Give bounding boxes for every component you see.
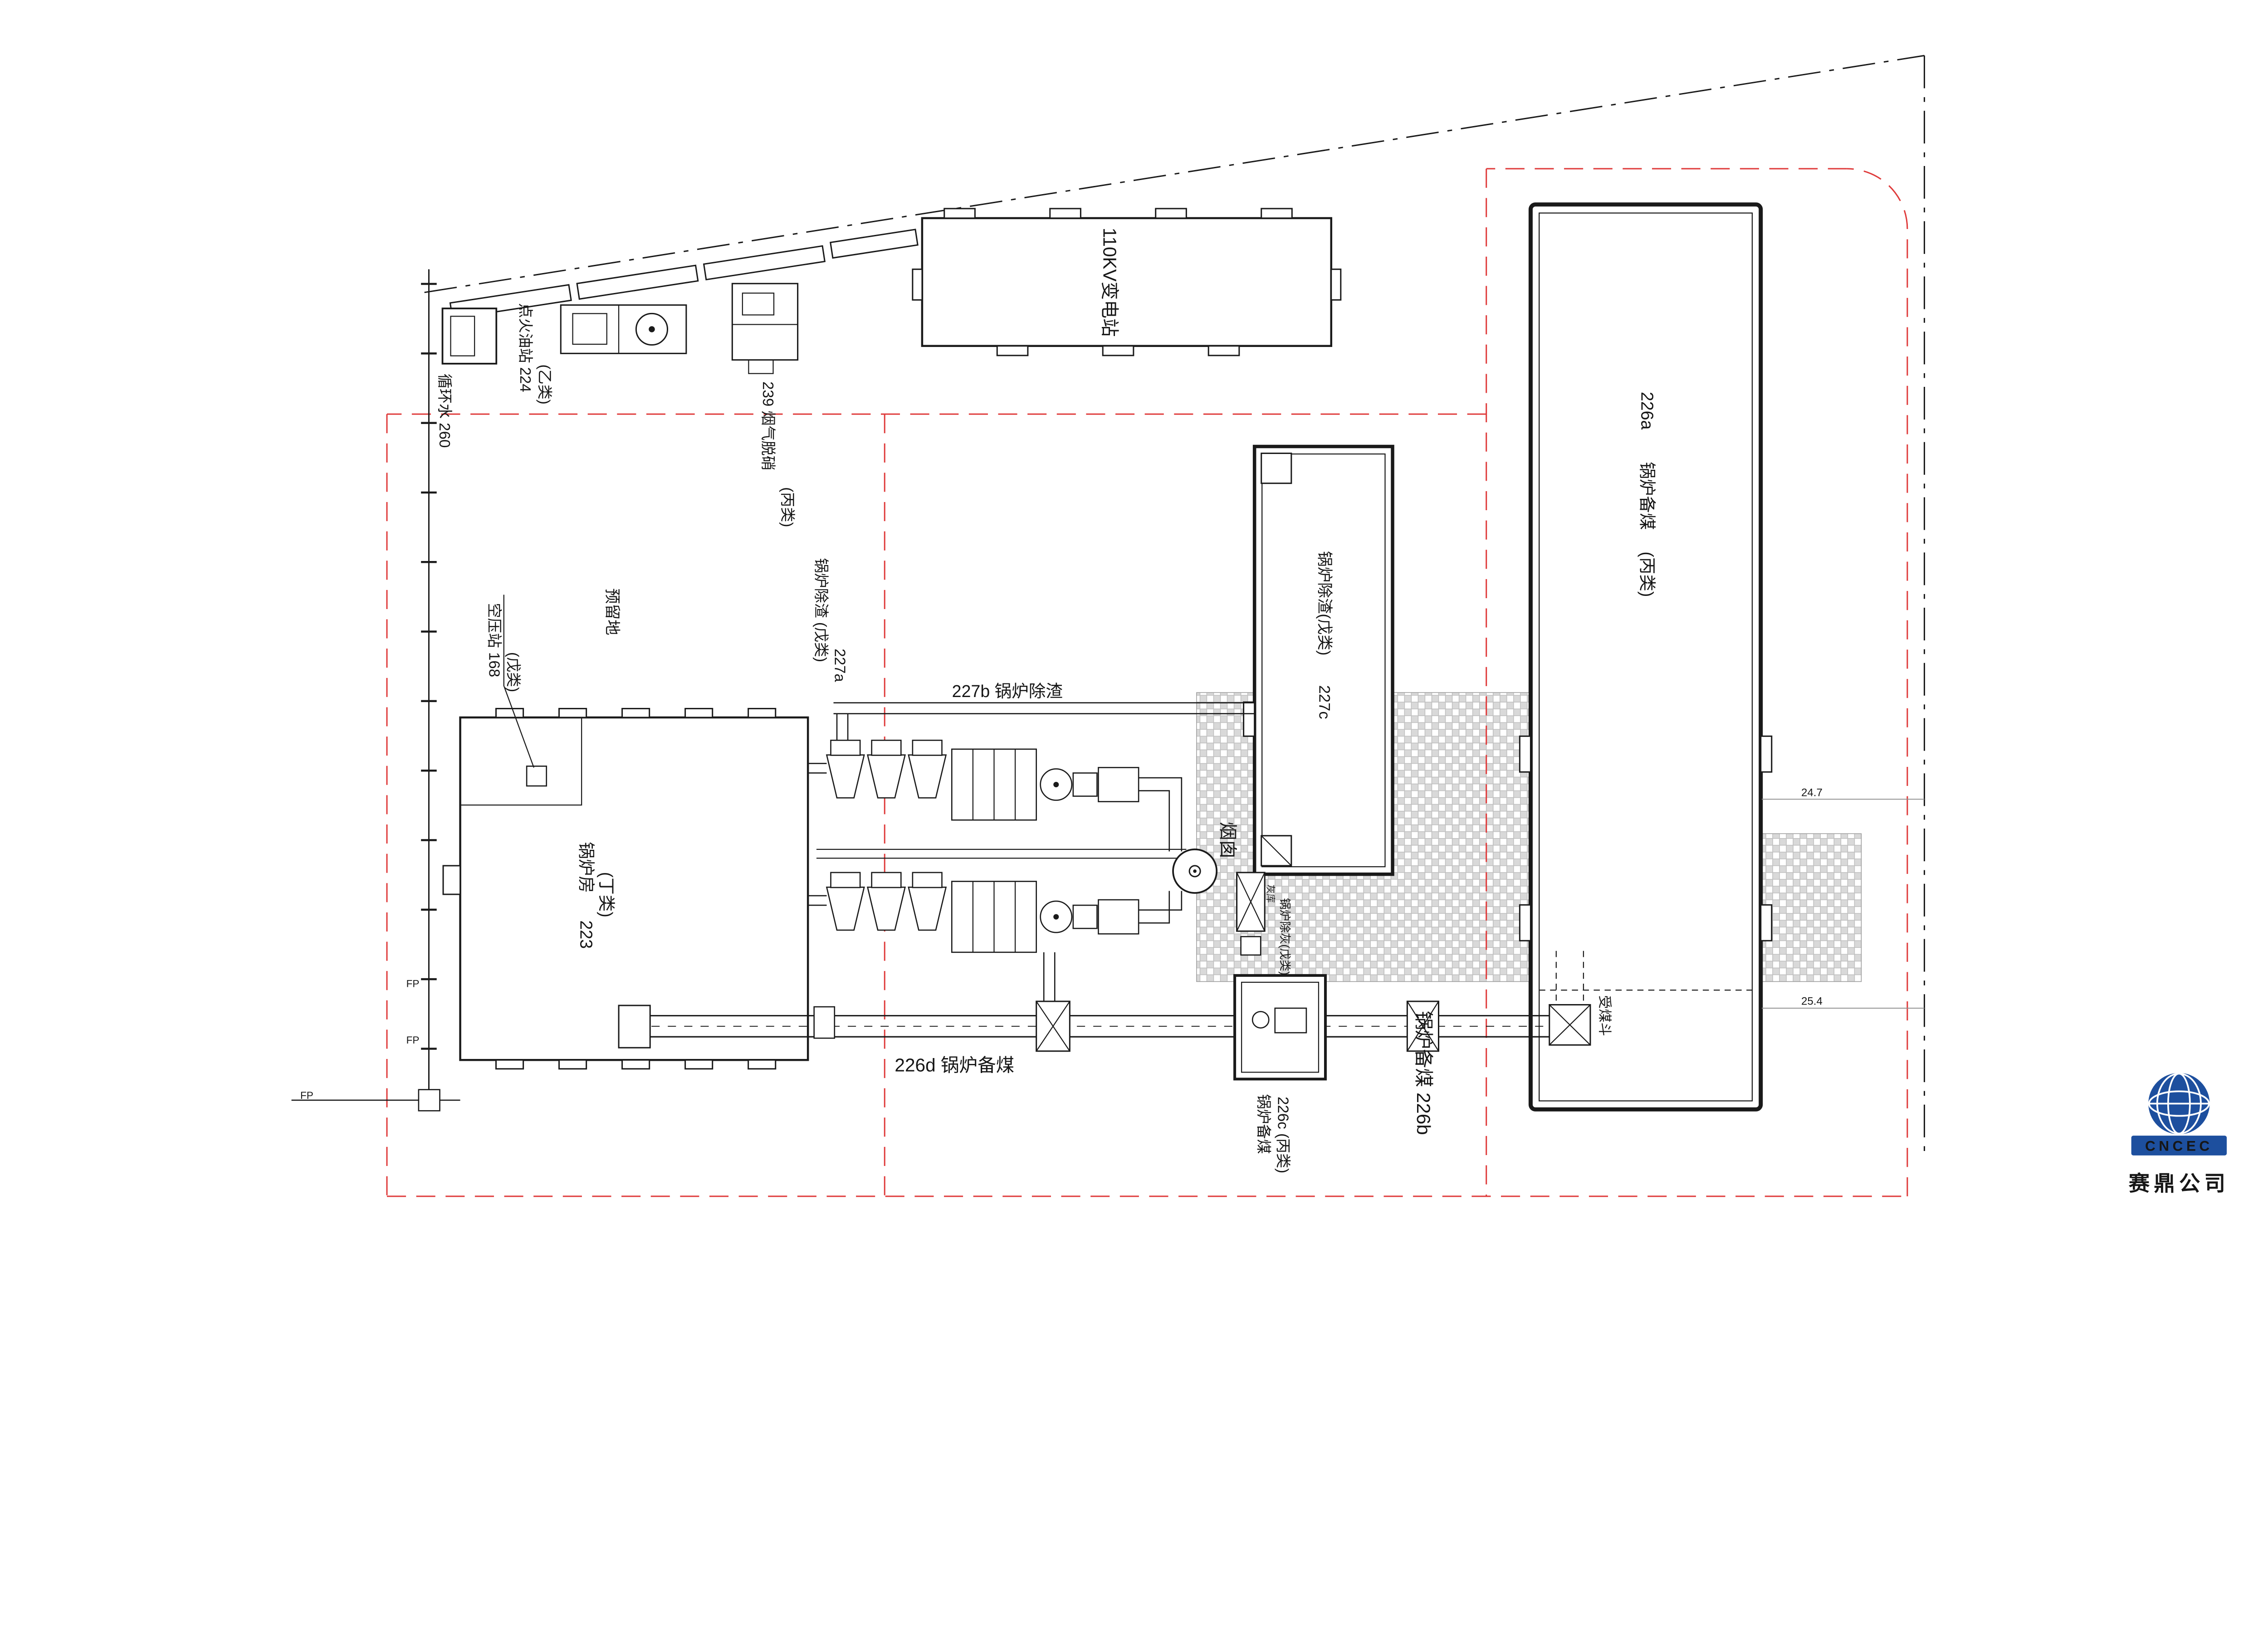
building-ignition-oil-station	[441, 307, 498, 365]
substation-roof-tabs	[912, 208, 1342, 356]
label-coal-226c: 锅炉备煤	[1255, 1094, 1272, 1154]
dimension-lines	[1761, 799, 1925, 1009]
company-logo: CNCEC 赛鼎公司	[2129, 1073, 2229, 1195]
site-plan-sheet: 110KV变电站 点火油站 224 (乙类) 循环水 260 239 烟气脱硝 …	[0, 0, 2268, 1224]
boiler-train-lower	[808, 872, 1183, 1003]
air-compressor-unit	[526, 766, 547, 787]
logo-acronym-bar	[2131, 1136, 2227, 1156]
building-substation-110kv	[912, 208, 1342, 356]
label-slag-227c: 锅炉除渣(戊类)	[1316, 551, 1333, 655]
label-dim-bottom: 25.4	[1801, 995, 1823, 1008]
boiler-train-upper	[808, 740, 1183, 852]
label-ash-silo: 灰库	[1265, 884, 1276, 903]
label-substation-110kv: 110KV变电站	[1099, 228, 1120, 337]
coal-receiving-hopper	[1549, 951, 1591, 1046]
label-coal-226a-class: (丙类)	[1637, 551, 1657, 597]
drawing-canvas: 110KV变电站 点火油站 224 (乙类) 循环水 260 239 烟气脱硝 …	[0, 0, 2268, 1224]
chimney	[1172, 848, 1218, 894]
label-slag-227c-num: 227c	[1316, 685, 1333, 719]
plant-boundary-red	[386, 168, 1908, 1197]
label-air-compressor-class: (戊类)	[505, 652, 522, 692]
label-reserved-land: 预留地	[603, 588, 621, 635]
logo-acronym: CNCEC	[2145, 1138, 2213, 1154]
logo-company-name: 赛鼎公司	[2129, 1171, 2229, 1195]
sheet-background	[0, 0, 2268, 1224]
label-chimney: 烟囱	[1217, 822, 1238, 858]
label-boiler-house: 锅炉房	[577, 842, 596, 893]
labels: 110KV变电站 点火油站 224 (乙类) 循环水 260 239 烟气脱硝 …	[300, 228, 1823, 1173]
label-coal-hopper: 受煤斗	[1597, 995, 1612, 1036]
label-ignition-oil: 点火油站 224	[517, 303, 533, 392]
building-denitration-239	[731, 283, 799, 374]
site-boundary-line	[424, 55, 1925, 1159]
oil-tank-platform	[560, 304, 687, 354]
label-coal-226c-num: 226c (丙类)	[1275, 1097, 1291, 1173]
slag-conveyor-227b	[833, 702, 1255, 754]
building-coal-prep-226a	[1519, 202, 1773, 1112]
label-boiler-house-class: (丁类)	[597, 872, 616, 917]
ash-silo-structure	[1236, 872, 1266, 956]
globe-icon	[2148, 1073, 2210, 1135]
label-fp-left-lower: FP	[406, 1034, 420, 1046]
label-boiler-house-num: 223	[577, 920, 596, 949]
label-slag-227a: 锅炉除渣 (戊类)	[812, 558, 829, 662]
label-coal-226a-num: 226a	[1637, 392, 1657, 430]
label-air-compressor: 空压站 168	[485, 603, 502, 677]
label-slag-227b: 227b 锅炉除渣	[952, 682, 1063, 701]
label-coal-226b: 锅炉备煤 226b	[1413, 1011, 1434, 1135]
air-compressor-leader	[503, 595, 534, 768]
label-coal-226d: 226d 锅炉备煤	[894, 1055, 1014, 1076]
label-denitration-class: (丙类)	[779, 487, 796, 527]
building-coal-226c	[1233, 974, 1327, 1081]
building-slag-227c	[1243, 444, 1394, 876]
coal-conveyor-226d	[618, 1000, 1549, 1052]
label-ash-removal: 锅炉除灰(戊类)	[1278, 898, 1291, 975]
building-boiler-house-223	[442, 595, 809, 1070]
label-ignition-oil-class: (乙类)	[536, 365, 553, 405]
boiler-house-column-tabs	[442, 707, 777, 1070]
label-dim-top: 24.7	[1801, 787, 1823, 799]
label-coal-226a: 锅炉备煤	[1637, 462, 1657, 530]
label-denitration: 239 烟气脱硝	[759, 381, 776, 471]
pipe-rack	[816, 849, 1187, 859]
label-slag-227a-num: 227a	[831, 649, 848, 682]
fire-protection-line	[291, 1089, 460, 1112]
label-fp-left-upper: FP	[406, 978, 420, 989]
label-fp-bottom: FP	[300, 1090, 313, 1101]
label-circulating-water: 循环水 260	[436, 374, 453, 448]
